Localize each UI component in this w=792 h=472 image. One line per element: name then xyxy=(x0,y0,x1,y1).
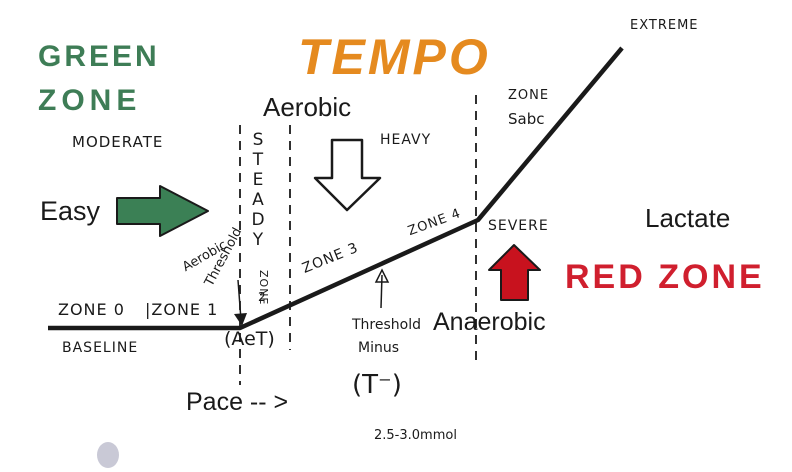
aerobic-label: Aerobic xyxy=(263,92,352,122)
zone-sabc-label-line1: ZONE xyxy=(508,88,550,103)
zone1-label: |ZONE 1 xyxy=(145,300,219,319)
aet-pointer-head xyxy=(234,313,247,326)
threshold-pointer-line xyxy=(380,274,383,309)
baseline-label: BASELINE xyxy=(62,340,139,356)
red-zone-title: RED ZONE xyxy=(565,258,765,296)
zone2-label-line2: 2 xyxy=(258,290,267,304)
anaerobic-label: Anaerobic xyxy=(433,308,546,336)
aet-pointer-line xyxy=(237,279,242,321)
moderate-label: MODERATE xyxy=(72,133,164,151)
aerobic-arrow-shape xyxy=(313,138,382,212)
threshold-pointer-head xyxy=(374,268,390,283)
extreme-label: EXTREME xyxy=(630,18,699,33)
red-arrow-shape xyxy=(488,244,541,301)
heavy-label: HEAVY xyxy=(380,132,432,148)
easy-label: Easy xyxy=(40,196,101,226)
aet-label: (AeT) xyxy=(224,328,275,350)
tempo-title: TEMPO xyxy=(298,29,491,85)
lactate-label: Lactate xyxy=(645,203,731,233)
severe-label: SEVERE xyxy=(488,218,549,234)
steady-label: S T E A D Y xyxy=(251,130,265,250)
easy-arrow-shape xyxy=(116,185,209,237)
lactate-curve xyxy=(48,46,624,331)
zone-sabc-label-line2: Sabc xyxy=(508,110,545,128)
threshold-minus-label-line2: Minus xyxy=(358,340,400,356)
zone0-label: ZONE 0 xyxy=(58,300,125,319)
ink-smudge xyxy=(97,442,119,468)
mmol-label: 2.5-3.0mmol xyxy=(374,428,457,443)
green-zone-title-line1: GREEN xyxy=(38,40,160,73)
pace-label: Pace -- > xyxy=(186,388,289,416)
t-minus-label: (T⁻) xyxy=(352,370,402,400)
threshold-minus-label-line1: Threshold xyxy=(352,317,421,333)
green-zone-title-line2: ZONE xyxy=(38,84,142,117)
